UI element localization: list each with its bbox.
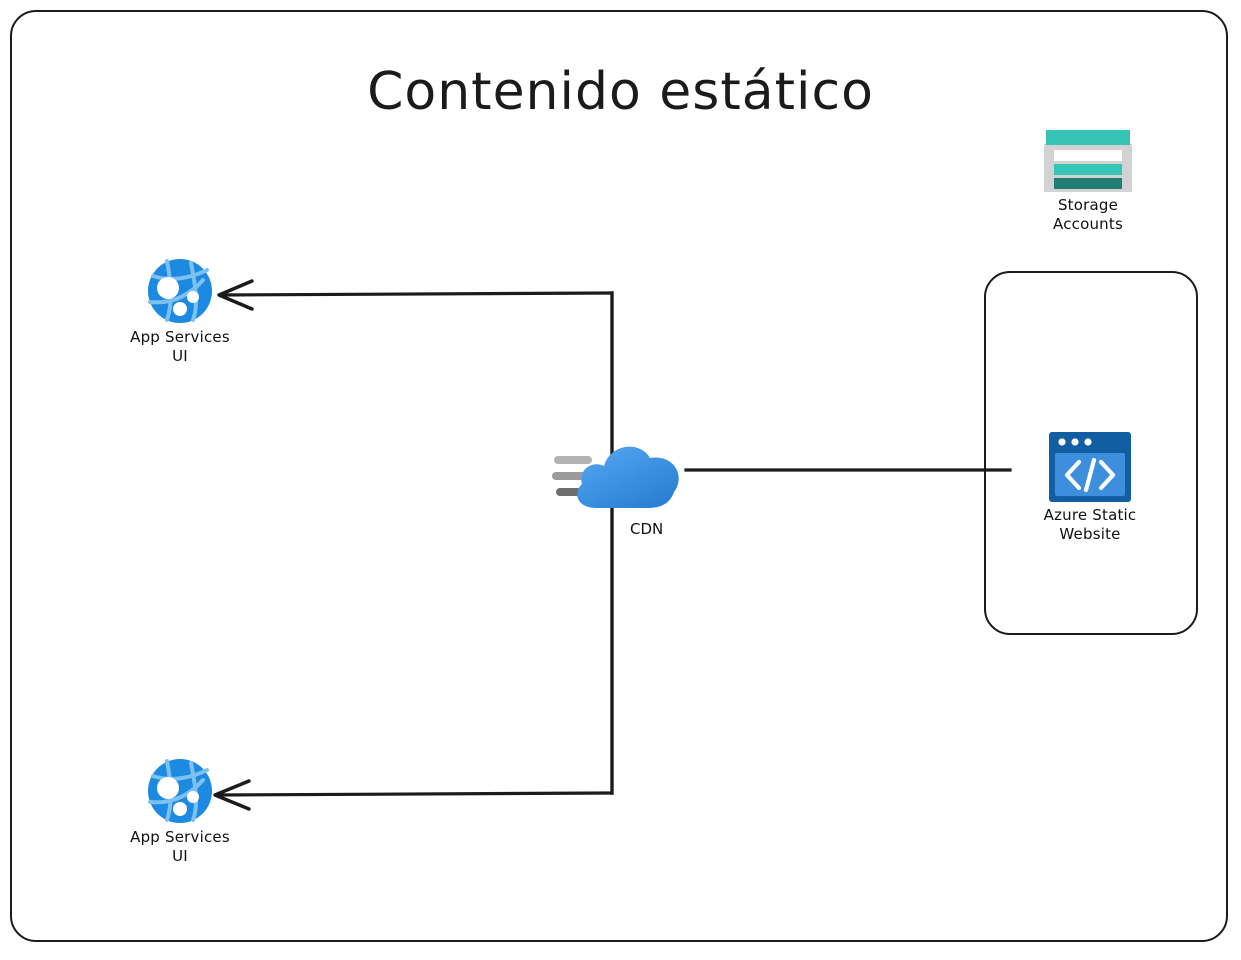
node-label-app-services-ui-top: App Services UI	[130, 328, 230, 365]
node-label-app-services-ui-bottom: App Services UI	[130, 828, 230, 865]
app-services-icon	[148, 759, 212, 823]
node-label-cdn: CDN	[630, 520, 664, 538]
storage-accounts-icon	[1044, 130, 1132, 192]
node-app-services-ui-bottom[interactable]: App Services UI	[95, 758, 265, 866]
outer-frame	[10, 10, 1228, 942]
app-services-icon	[148, 259, 212, 323]
node-storage-accounts[interactable]: Storage Accounts	[1000, 130, 1176, 234]
node-label-storage-accounts: Storage Accounts	[1053, 196, 1123, 233]
page-title: Contenido estático	[367, 62, 874, 122]
node-azure-static-website[interactable]: Azure Static Website	[1000, 432, 1180, 544]
static-website-group	[984, 271, 1198, 635]
azure-static-website-icon	[1049, 432, 1131, 502]
node-app-services-ui-top[interactable]: App Services UI	[95, 258, 265, 366]
node-cdn[interactable]: CDN	[552, 430, 692, 545]
cdn-cloud-icon	[552, 446, 679, 508]
node-label-azure-static-website: Azure Static Website	[1043, 506, 1137, 543]
